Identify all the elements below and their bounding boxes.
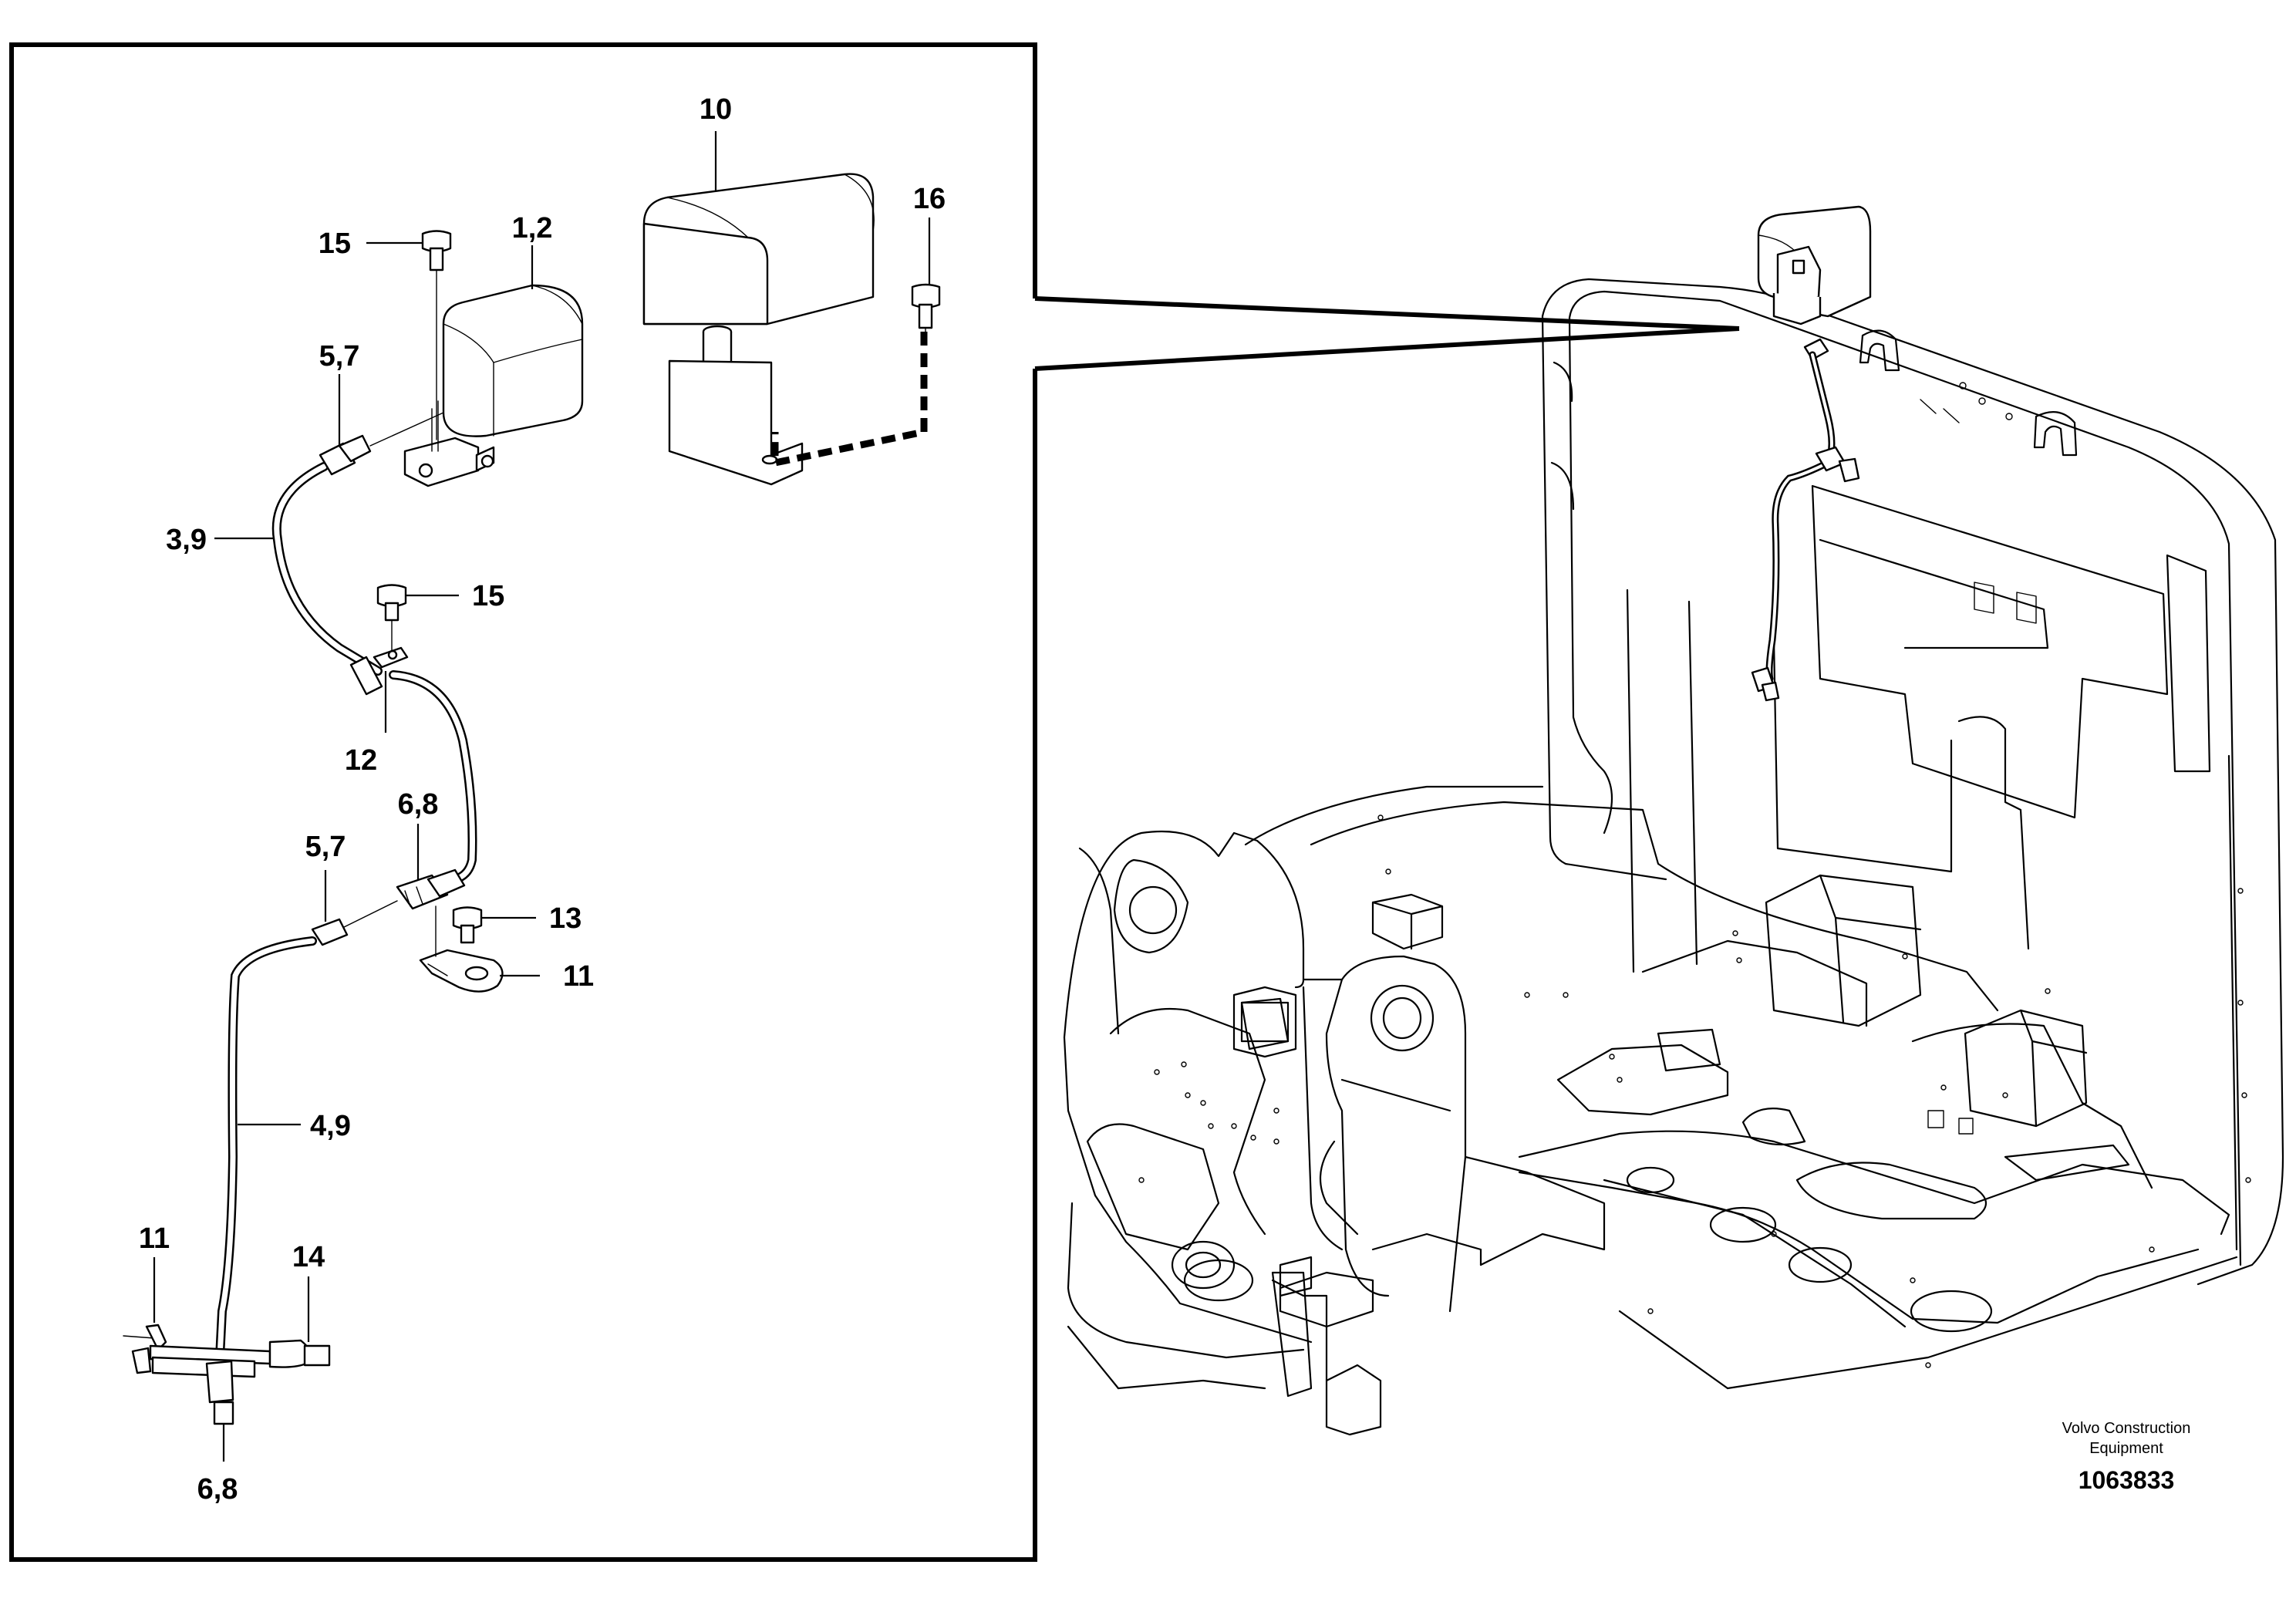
callout-6-8-lower: 6,8: [197, 1473, 238, 1506]
bolt-13: [452, 906, 483, 944]
bolt-15-middle: [376, 584, 407, 653]
bolt-15-upper: [421, 230, 452, 440]
callout-15-middle: 15: [472, 580, 504, 612]
callout-11-middle: 11: [563, 960, 594, 993]
callout-1-2: 1,2: [512, 212, 553, 244]
machine-overview: [1063, 278, 2284, 1436]
callout-5-7-lower: 5,7: [305, 831, 346, 863]
harness-3-9-lower: [389, 670, 477, 884]
callout-12: 12: [345, 744, 377, 777]
callout-6-8-middle: 6,8: [398, 788, 439, 821]
clip-12: [349, 646, 409, 696]
callout-5-7-upper: 5,7: [319, 340, 360, 373]
detail-frame: [9, 42, 1740, 1562]
clamp-11-middle: [419, 905, 504, 993]
callout-4-9: 4,9: [310, 1110, 351, 1142]
callout-13: 13: [549, 902, 582, 935]
harness-4-9: [215, 900, 398, 1362]
fastening-path-16: [771, 332, 928, 467]
rivet-dots: [1138, 814, 2251, 1368]
connector-6-8-middle: [396, 868, 466, 910]
caption-company-line2: Equipment: [2089, 1440, 2163, 1457]
callout-14: 14: [292, 1241, 325, 1273]
caption-drawing-number: 1063833: [2079, 1466, 2175, 1494]
overview-lamp-assembly: [1751, 205, 1872, 702]
callout-16: 16: [913, 183, 946, 215]
caption-company-line1: Volvo Construction: [2062, 1420, 2191, 1437]
callout-10: 10: [700, 93, 732, 126]
callout-3-9: 3,9: [166, 524, 207, 556]
caption: Volvo Construction Equipment 1063833: [2062, 1420, 2191, 1494]
cover-bracket: [642, 173, 875, 486]
lower-assembly: [123, 1324, 331, 1425]
harness-3-9: [271, 412, 444, 676]
bolt-16: [911, 283, 941, 340]
callout-15-upper: 15: [319, 228, 351, 260]
leader-lines: [153, 131, 931, 1462]
work-lamp: [403, 284, 584, 487]
callout-11-lower: 11: [139, 1222, 170, 1255]
callouts: 10 16 15 1,2 5,7 3,9 15 12 6,8 5,7 13 11…: [139, 93, 946, 1506]
